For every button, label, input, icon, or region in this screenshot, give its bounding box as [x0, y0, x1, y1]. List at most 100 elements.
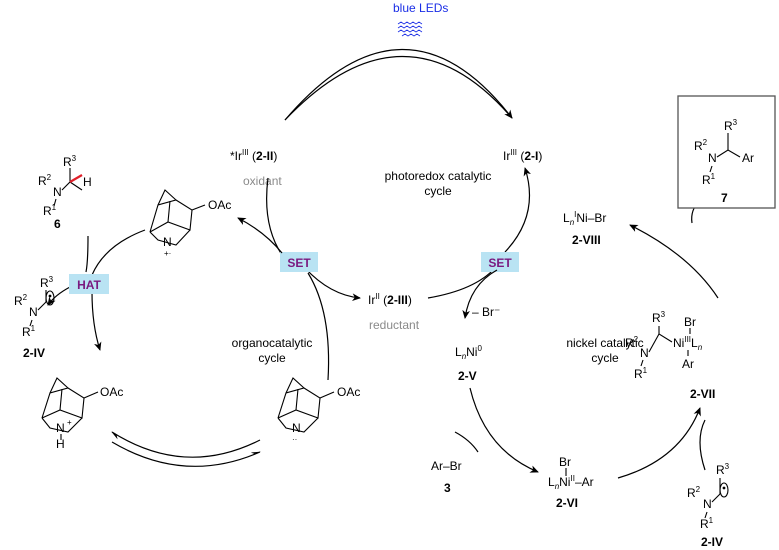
- photoredox-cycle-label-2: cycle: [424, 184, 452, 198]
- set-to-radical-cation-arrow: [237, 217, 283, 254]
- svg-text:R3: R3: [40, 275, 54, 290]
- svg-text:R3: R3: [724, 118, 738, 133]
- svg-text:*IrIII (2-II): *IrIII (2-II): [230, 148, 277, 163]
- svg-text:R1: R1: [43, 203, 57, 218]
- svg-text:N: N: [640, 346, 649, 360]
- set-to-ir-reduced-arrow: [304, 267, 361, 302]
- svg-text:N: N: [292, 421, 301, 435]
- svg-text:R1: R1: [700, 516, 714, 531]
- svg-text:OAc: OAc: [100, 385, 123, 399]
- svg-text:R1: R1: [22, 324, 36, 339]
- nickel-cycle-label-1: nickel catalytic: [566, 336, 643, 350]
- alpha-amino-radical-right: R2 N R1 R3: [687, 462, 730, 531]
- ir-excited-to-set-arc: [266, 177, 283, 256]
- excitation-return-arc: [284, 55, 513, 121]
- svg-text:N: N: [53, 185, 62, 199]
- amine-6-code: 6: [54, 217, 61, 231]
- ni-0-species: LnNi0: [455, 344, 482, 361]
- quinuclidine-radical-cation: N +· OAc: [149, 189, 231, 258]
- svg-text:R3: R3: [652, 310, 666, 325]
- svg-text:NiIIILn: NiIIILn: [673, 335, 703, 352]
- hat-to-radical-arrow: [47, 286, 71, 306]
- equilibrium-forward-arrow: [111, 441, 261, 467]
- ni-ii-code: 2-VI: [556, 496, 578, 510]
- hat-arc-bottom-arrow: [91, 291, 102, 351]
- svg-text:Br: Br: [559, 455, 571, 469]
- set-left-box: [280, 252, 318, 272]
- radical-right-code: 2-IV: [701, 535, 723, 549]
- svg-text:H: H: [56, 437, 65, 451]
- svg-text:Ar: Ar: [682, 357, 694, 371]
- led-light-icon: [397, 21, 423, 37]
- svg-text:R2: R2: [687, 485, 701, 500]
- ni-0-code: 2-V: [458, 369, 477, 383]
- product-box: [677, 95, 776, 209]
- svg-text:N: N: [29, 305, 38, 319]
- aryl-bromide-code: 3: [444, 481, 451, 495]
- amine-into-hat: [85, 235, 89, 273]
- radical-left-code: 2-IV: [23, 346, 45, 360]
- quinuclidine: N ·· OAc: [277, 377, 360, 444]
- radical-capture-arrow: [617, 407, 701, 479]
- radical-in-arc: [699, 419, 706, 471]
- svg-text:Ar: Ar: [742, 151, 754, 165]
- ni-iii-species: R3 R2 N R1 Br NiIIILn Ar: [625, 310, 703, 381]
- svg-text:R2: R2: [694, 138, 708, 153]
- ni-ii-species: Br LnNiII–Ar: [548, 455, 594, 491]
- svg-text:IrIII (2-I): IrIII (2-I): [503, 148, 542, 163]
- alpha-amino-radical-left: R2 N R1 R3: [14, 275, 55, 339]
- ir-ground-label: IrIII (2-I): [503, 148, 542, 163]
- product-7-code: 7: [721, 191, 728, 205]
- bromide-loss-label: – Br⁻: [472, 305, 500, 319]
- nickel-cycle-label-2: cycle: [591, 351, 619, 365]
- ir-reduced-label: IrII (2-III): [368, 292, 412, 307]
- svg-text:LnINi–Br: LnINi–Br: [563, 210, 606, 227]
- svg-text:LnNiII–Ar: LnNiII–Ar: [548, 474, 594, 491]
- svg-text:N: N: [56, 421, 65, 435]
- svg-text:R2: R2: [625, 335, 639, 350]
- excitation-arrow: [284, 48, 513, 121]
- ni-iii-to-ni-i-arrow: [629, 224, 719, 299]
- svg-text:+·: +·: [164, 249, 171, 258]
- ni-iii-code: 2-VII: [690, 387, 715, 401]
- amine-6-structure: R2 N R1 R3 H: [38, 154, 92, 218]
- svg-text:R2: R2: [38, 173, 52, 188]
- svg-text:R1: R1: [634, 366, 648, 381]
- svg-text:Br: Br: [684, 315, 696, 329]
- hat-box: [69, 274, 109, 294]
- svg-text:··: ··: [292, 435, 297, 444]
- set-right-label: SET: [488, 256, 512, 270]
- svg-text:LnNi0: LnNi0: [455, 344, 482, 361]
- svg-text:R3: R3: [63, 154, 77, 169]
- svg-text:R1: R1: [702, 172, 716, 187]
- reduction-to-ni0-arrow: [462, 269, 498, 319]
- svg-text:OAc: OAc: [208, 198, 231, 212]
- reductant-label: reductant: [369, 318, 420, 332]
- svg-text:H: H: [83, 175, 92, 189]
- aryl-bromide-label: Ar–Br: [431, 459, 462, 473]
- svg-text:IrII (2-III): IrII (2-III): [368, 292, 412, 307]
- oxidative-addition-arrow: [469, 387, 539, 473]
- aryl-bromide-in-arc: [454, 431, 479, 453]
- equilibrium-reverse-arrow: [111, 431, 261, 458]
- hat-arc-top: [91, 229, 146, 276]
- quinuclidinium: N + H OAc: [41, 377, 123, 451]
- svg-text:N: N: [163, 235, 172, 249]
- svg-text:R2: R2: [14, 293, 28, 308]
- organo-cycle-label-1: organocatalytic: [232, 336, 313, 350]
- ni-i-code: 2-VIII: [572, 233, 601, 247]
- ir-reduced-to-set-arc: [427, 267, 496, 299]
- hat-label: HAT: [77, 278, 101, 292]
- set-to-ir-ground-arrow: [504, 167, 531, 253]
- svg-text:R3: R3: [716, 462, 730, 477]
- svg-text:+: +: [67, 418, 72, 427]
- ir-excited-label: *IrIII (2-II): [230, 148, 277, 163]
- svg-text:N: N: [708, 151, 717, 165]
- product-7-structure: R2 N R1 R3 Ar: [694, 118, 754, 187]
- ni-i-species: LnINi–Br: [563, 210, 606, 227]
- oxidant-label: oxidant: [243, 174, 282, 188]
- organo-cycle-label-2: cycle: [258, 351, 286, 365]
- svg-text:N: N: [703, 497, 712, 511]
- set-right-box: [481, 252, 519, 272]
